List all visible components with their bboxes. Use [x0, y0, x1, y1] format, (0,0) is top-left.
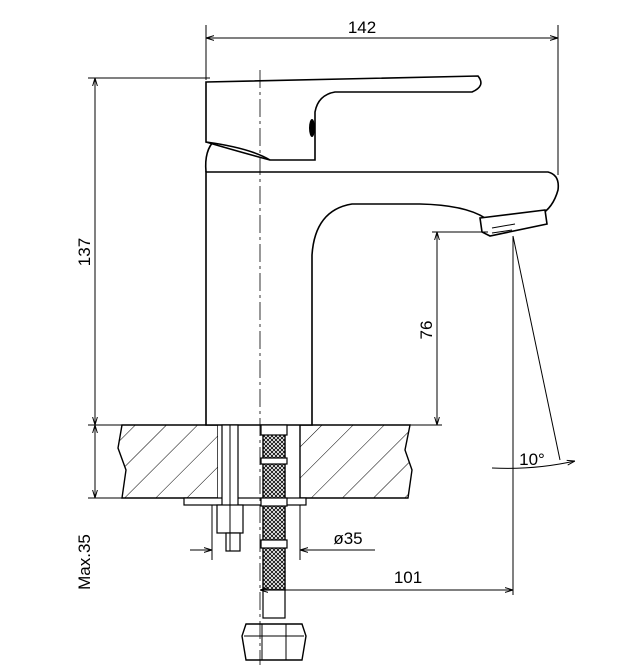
dimension-deck-thickness-label: Max.35 [75, 534, 94, 590]
dimension-height-label: 137 [75, 238, 94, 266]
dimension-deck-thickness: Max.35 [75, 425, 124, 590]
mounting-assembly [216, 424, 307, 661]
dimension-angle: 10° [491, 235, 575, 595]
dimension-reach: 101 [260, 568, 513, 590]
dimension-diameter: ø35 [190, 505, 375, 560]
dimension-clearance-label: 76 [417, 321, 436, 340]
dimension-clearance: 76 [410, 231, 488, 426]
dimension-height: 137 [75, 77, 210, 426]
dimension-diameter-label: ø35 [333, 529, 362, 548]
dimension-angle-label: 10° [519, 450, 545, 469]
dimension-width: 142 [205, 18, 559, 175]
dimension-reach-label: 101 [394, 568, 422, 587]
dimension-width-label: 142 [348, 18, 376, 37]
faucet-body [204, 75, 560, 426]
